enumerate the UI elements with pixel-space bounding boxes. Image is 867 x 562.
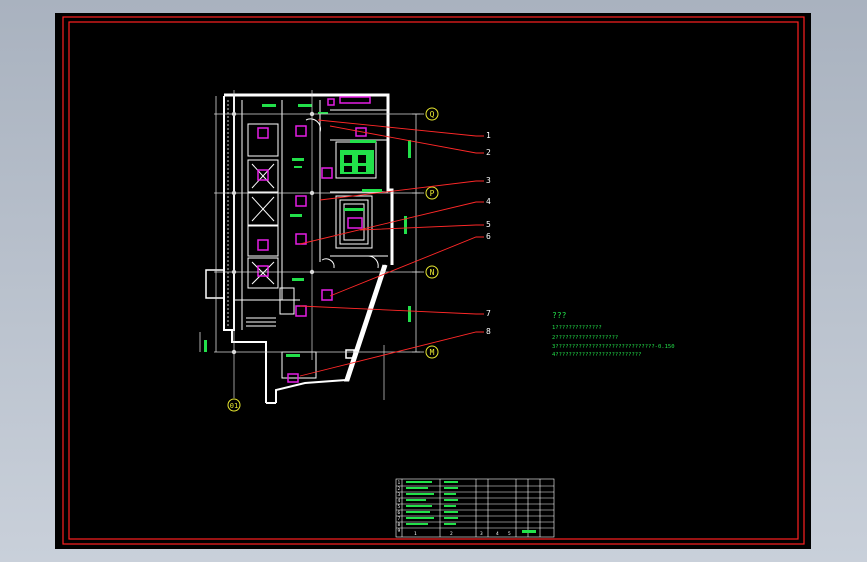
- table-row-number: 4: [398, 498, 401, 504]
- callout-7: 7: [486, 309, 491, 318]
- drawing-frame: [62, 16, 805, 545]
- axis-label-q: Q: [430, 110, 435, 119]
- callout-3: 3: [486, 176, 491, 185]
- callout-2: 2: [486, 148, 491, 157]
- note-line-3: 3??????????????????????????????-0.150: [552, 344, 675, 350]
- note-line-2: 2???????????????????: [552, 335, 618, 341]
- axis-labels: Q P N M 01: [230, 110, 435, 410]
- axis-label-n: N: [430, 268, 435, 277]
- table-footer-cell: 2: [450, 531, 453, 537]
- table-row-number: 2: [398, 486, 401, 492]
- table-row-number: 8: [398, 522, 401, 528]
- axis-intersections: [231, 111, 315, 355]
- callout-numbers: 1 2 3 4 5 6 7 8: [486, 131, 491, 336]
- axis-label-01: 01: [230, 402, 238, 410]
- callout-8: 8: [486, 327, 491, 336]
- note-line-1: 1??????????????: [552, 325, 602, 331]
- table-footer-cell: 3: [480, 531, 483, 537]
- equipment-table: 1 2 3 4 5 6 7 8 9 1 2 3 4 5: [395, 478, 555, 538]
- table-footer-cell: 4: [496, 531, 499, 537]
- axis-bubble-m: [425, 345, 439, 359]
- notes-heading: ???: [552, 311, 567, 320]
- callout-leaders: [299, 119, 484, 377]
- callout-5: 5: [486, 220, 491, 229]
- callout-6: 6: [486, 232, 491, 241]
- design-notes: ??? 1?????????????? 2???????????????????…: [552, 311, 675, 358]
- callout-1: 1: [486, 131, 491, 140]
- axis-bubble-01: [227, 398, 241, 412]
- axis-bubble-n: [425, 265, 439, 279]
- axis-markers: [227, 107, 439, 412]
- axis-bubble-q: [425, 107, 439, 121]
- table-footer-cell: 1: [414, 531, 417, 537]
- table-row-number: 9: [398, 528, 401, 534]
- axis-bubble-p: [425, 186, 439, 200]
- table-row-number: 1: [398, 480, 401, 486]
- floor-plan-drawing: Q P N M 01 1 2 3 4 5 6 7 8: [62, 16, 805, 545]
- axis-label-p: P: [430, 189, 435, 198]
- table-row-number: 3: [398, 492, 401, 498]
- cad-viewport[interactable]: Q P N M 01 1 2 3 4 5 6 7 8: [55, 13, 811, 549]
- axis-label-m: M: [430, 348, 435, 357]
- callout-4: 4: [486, 197, 491, 206]
- note-line-4: 4??????????????????????????: [552, 352, 641, 358]
- table-row-number: 6: [398, 510, 401, 516]
- table-footer-cell: 5: [508, 531, 511, 537]
- table-row-number: 7: [398, 516, 401, 522]
- table-row-number: 5: [398, 504, 401, 510]
- room-annotations: [204, 104, 411, 357]
